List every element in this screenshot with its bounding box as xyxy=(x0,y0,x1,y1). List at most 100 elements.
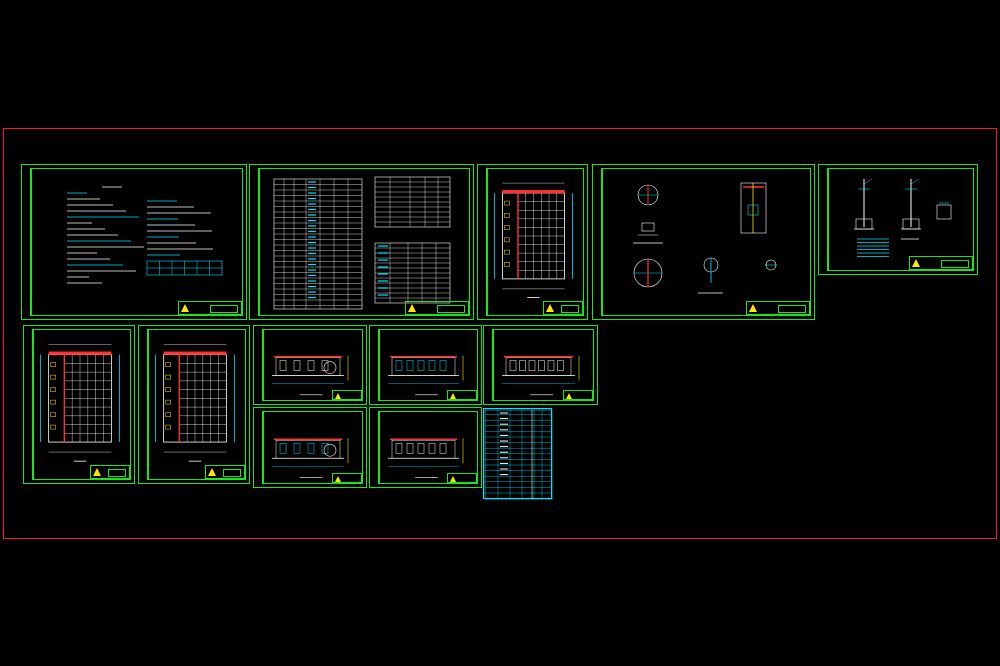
sheet-side-strip xyxy=(595,168,602,316)
cad-line xyxy=(504,262,510,267)
title-block-label xyxy=(223,469,241,477)
sheet-side-strip xyxy=(26,329,33,480)
cad-line xyxy=(417,360,425,371)
sheet-elevation-2[interactable] xyxy=(369,325,482,405)
cad-line xyxy=(519,360,526,371)
sheet-graphics xyxy=(67,186,223,284)
logo-icon xyxy=(335,476,341,482)
logo-icon xyxy=(450,476,456,482)
sheet-plan-3[interactable] xyxy=(138,325,250,484)
sheet-graphics xyxy=(272,355,349,396)
logo-icon xyxy=(93,468,101,476)
sheet-graphics xyxy=(854,178,952,257)
title-block xyxy=(447,390,477,400)
logo-icon xyxy=(208,468,216,476)
sheet-inner-border xyxy=(493,329,594,401)
title-block xyxy=(909,256,973,270)
cad-line xyxy=(428,360,436,371)
sheet-side-strip xyxy=(480,168,487,316)
cad-line xyxy=(293,442,301,454)
cad-line xyxy=(863,178,873,185)
cad-line xyxy=(547,360,555,371)
sheet-plan-2[interactable] xyxy=(23,325,135,484)
sheet-side-strip xyxy=(141,329,148,480)
cad-line xyxy=(528,360,536,371)
cad-line xyxy=(50,362,56,367)
sheet-schedule-tables[interactable] xyxy=(249,164,474,320)
title-block-label xyxy=(778,305,806,313)
sheet-side-strip xyxy=(252,168,259,316)
sheet-cyan-schedule[interactable] xyxy=(483,408,553,500)
logo-icon xyxy=(335,393,341,399)
sheet-inner-border xyxy=(259,168,470,316)
cad-line xyxy=(502,189,565,194)
title-block xyxy=(178,301,242,315)
sheet-plan-1[interactable] xyxy=(477,164,588,320)
title-block xyxy=(543,301,583,315)
sheet-elevation-3[interactable] xyxy=(483,325,598,405)
cad-line xyxy=(439,360,447,371)
sheet-graphics xyxy=(40,344,120,462)
cad-line xyxy=(406,442,414,454)
cad-line xyxy=(509,360,517,371)
cad-line xyxy=(163,351,227,355)
cad-line xyxy=(391,439,456,459)
logo-icon xyxy=(566,393,572,399)
title-block xyxy=(447,473,477,483)
sheet-side-strip xyxy=(486,329,493,401)
logo-icon xyxy=(181,304,189,312)
logo-icon xyxy=(546,304,554,312)
title-block xyxy=(405,301,469,315)
cad-line xyxy=(557,360,564,371)
sheet-elevation-1[interactable] xyxy=(253,325,367,405)
cad-line xyxy=(504,237,510,243)
title-block xyxy=(563,390,593,400)
title-block-label xyxy=(561,305,579,313)
cad-line xyxy=(936,204,952,220)
sheet-inner-border xyxy=(263,411,363,484)
cad-line xyxy=(504,213,510,218)
cad-line xyxy=(50,387,56,392)
cad-line xyxy=(275,439,341,459)
sheet-sections[interactable] xyxy=(818,164,978,275)
cad-line xyxy=(395,442,403,454)
cad-line xyxy=(504,225,510,230)
cad-line xyxy=(279,360,287,371)
sheet-graphics xyxy=(484,409,553,500)
title-block xyxy=(90,465,130,479)
cad-line xyxy=(910,178,920,185)
cad-line xyxy=(279,442,287,454)
sheet-elevation-4[interactable] xyxy=(253,407,367,488)
cad-line xyxy=(504,200,510,206)
cad-line xyxy=(50,424,56,430)
cad-line xyxy=(165,399,171,405)
sheet-graphics xyxy=(633,182,777,294)
cad-line xyxy=(323,443,337,457)
cad-line xyxy=(165,387,171,392)
cad-line xyxy=(165,412,171,417)
sheet-graphics xyxy=(388,355,464,396)
sheet-elevation-5[interactable] xyxy=(369,407,482,488)
sheet-inner-border xyxy=(148,329,246,480)
cad-line xyxy=(275,357,341,376)
title-block-label xyxy=(210,305,238,313)
sheet-details[interactable] xyxy=(592,164,815,320)
logo-icon xyxy=(749,304,757,312)
sheet-inner-border xyxy=(33,329,131,480)
cad-line xyxy=(505,357,572,376)
cad-line xyxy=(48,351,112,355)
sheet-side-strip xyxy=(256,411,263,484)
cad-line xyxy=(417,442,425,454)
cad-line xyxy=(391,357,456,376)
sheet-inner-border xyxy=(487,168,584,316)
sheet-inner-border xyxy=(828,168,974,271)
sheet-inner-border xyxy=(263,329,363,401)
sheet-side-strip xyxy=(372,329,379,401)
cad-line xyxy=(439,442,447,454)
sheet-side-strip xyxy=(372,411,379,484)
sheet-inner-border xyxy=(31,168,243,316)
cad-line xyxy=(50,399,56,405)
title-block xyxy=(332,473,362,483)
sheet-design-notes[interactable] xyxy=(21,164,247,320)
